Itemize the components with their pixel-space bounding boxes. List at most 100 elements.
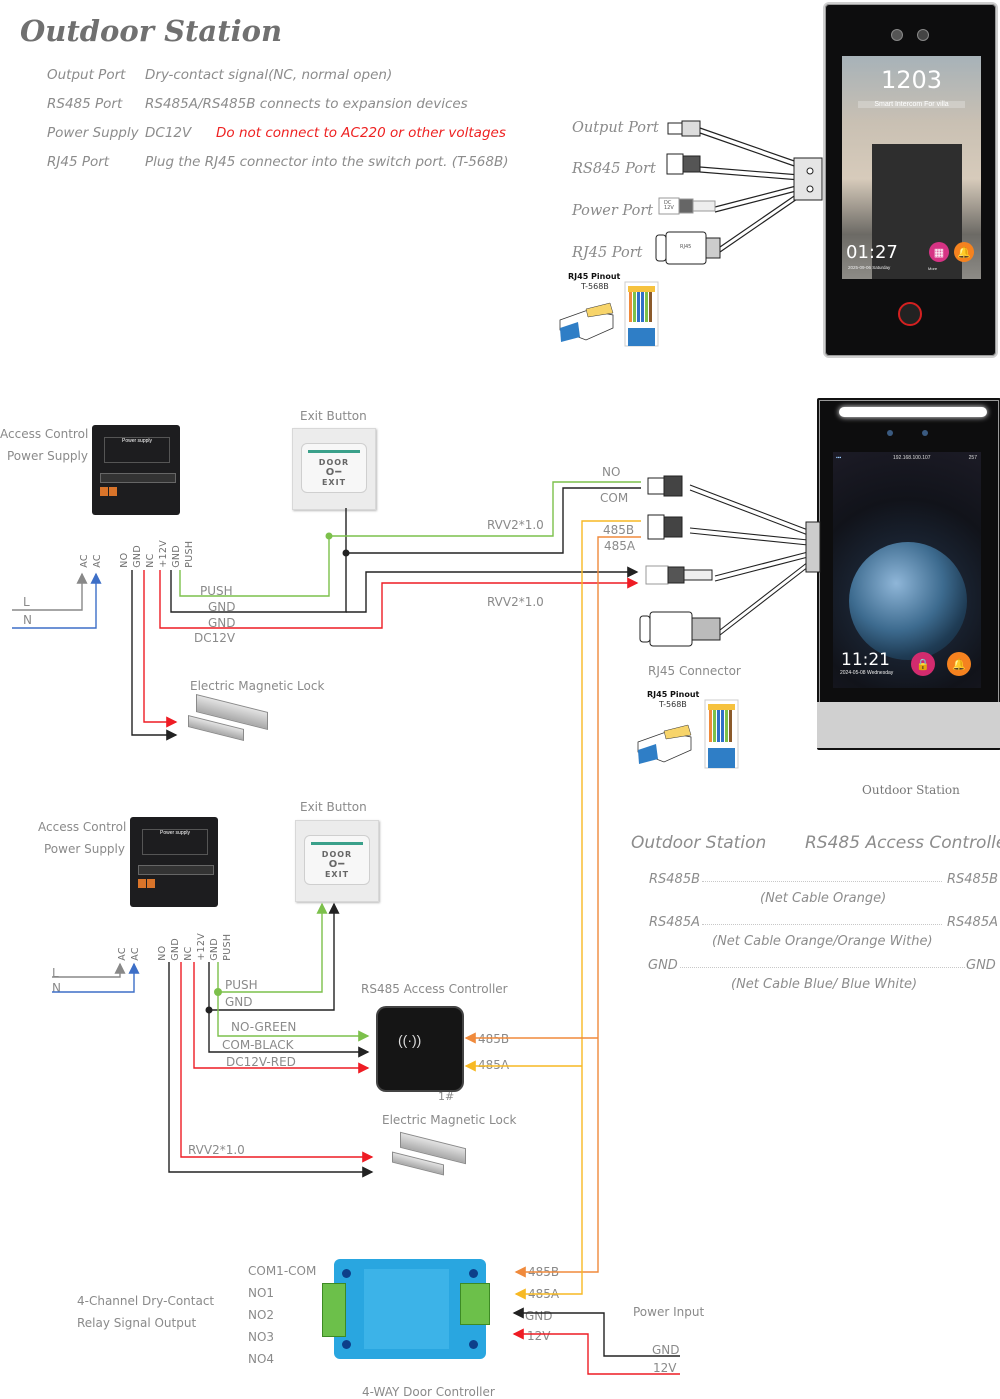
doorbell-button-main[interactable]: 🔔 — [947, 652, 971, 676]
camera-icon — [887, 430, 893, 436]
wire-485a-bus — [597, 536, 641, 1262]
screen-date: 2025-09-06 Saturday — [848, 265, 891, 270]
call-button[interactable] — [898, 302, 922, 326]
table-row-3-note: (Net Cable Blue/ Blue White) — [731, 977, 918, 992]
screen-subtitle: Smart Intercom For villa — [858, 101, 965, 108]
wire-lock-black-1 — [131, 570, 178, 741]
spec-value-power: DC12V — [145, 125, 192, 141]
psu2-label-line1: Access Control — [38, 820, 127, 834]
wire2-label-485a: 485A — [478, 1058, 510, 1072]
lock-1-label: Electric Magnetic Lock — [190, 679, 325, 693]
junction-dot — [325, 532, 333, 540]
wire-485b-bus — [581, 520, 641, 1262]
wire-485a-relay — [514, 1262, 583, 1300]
exit-button-2: DOOR O━ EXIT — [295, 820, 379, 902]
table-row-2-left: RS485A — [649, 915, 700, 930]
power-supply-1: Power supply — [92, 425, 180, 515]
more-label: More — [928, 266, 938, 271]
output-terminal-block — [322, 1283, 346, 1337]
cable-label-1: RVV2*1.0 — [487, 518, 544, 532]
wire-gnd-2 — [208, 902, 340, 1011]
exit-button-2-label: Exit Button — [300, 800, 367, 814]
rs485-controller-label: RS485 Access Controller — [361, 982, 508, 996]
more-button[interactable]: ▦ — [929, 242, 949, 262]
wire2-label-gnd: GND — [225, 995, 253, 1009]
outdoor-station-label: Outdoor Station — [862, 783, 960, 797]
psu2-text: Power supply — [142, 829, 208, 855]
table-header-right: RS485 Access Controller — [805, 833, 1000, 853]
exit-button-1-press[interactable]: DOOR O━ EXIT — [301, 443, 367, 493]
unlock-button[interactable]: 🔒 — [911, 652, 935, 676]
door-controller-label: 4-WAY Door Controller — [362, 1385, 495, 1399]
wire-lock-black-2 — [168, 962, 374, 1178]
spec-value-output: Dry-contact signal(NC, normal open) — [145, 67, 393, 83]
table-row-2-note: (Net Cable Orange/Orange Withe) — [712, 934, 933, 949]
doorbell-button[interactable]: 🔔 — [954, 242, 974, 262]
port-label-power: Power Port — [572, 203, 654, 219]
wire2-label-cable: RVV2*1.0 — [188, 1143, 245, 1157]
wire-n-2 — [52, 962, 140, 993]
wire-com-1 — [346, 487, 641, 554]
power-port-connector — [658, 197, 716, 215]
screen-date-main: 2024-05-08 Wednesday — [840, 670, 894, 676]
bell-icon: 🔔 — [952, 658, 966, 671]
output-no2: NO2 — [248, 1308, 275, 1322]
rfid-icon: ((·)) — [398, 1032, 422, 1048]
station-base — [817, 702, 1000, 748]
output-no4: NO4 — [248, 1352, 275, 1366]
wire-com-black-2 — [208, 1010, 370, 1058]
spec-value-rj45: Plug the RJ45 connector into the switch … — [145, 154, 509, 170]
input-terminal-block — [460, 1283, 490, 1325]
status-icons: ▪▪▪ — [836, 455, 842, 461]
pinout-standard-1: T-568B — [659, 700, 687, 709]
spec-value-rs485: RS485A/RS485B connects to expansion devi… — [145, 96, 468, 112]
wire-label-485a: 485A — [604, 539, 636, 553]
wire-push-1 — [179, 536, 330, 597]
controller-id: 1# — [438, 1090, 455, 1103]
lock-2-label: Electric Magnetic Lock — [382, 1113, 517, 1127]
wire-485b-relay — [514, 1262, 599, 1278]
station-screen-top: 1203 Smart Intercom For villa 01:27 2025… — [842, 56, 981, 279]
input-12v: 12V — [527, 1329, 551, 1343]
spec-label-rs485: RS485 Port — [47, 96, 123, 112]
table-header-left: Outdoor Station — [631, 833, 767, 853]
mains2-l: L — [52, 966, 59, 980]
wire-push-2 — [217, 902, 328, 993]
rj45-connector-label: RJ45 Connector — [648, 664, 741, 678]
station-screen-main: ▪▪▪ 192.168.100.107 257 11:21 2024-05-08… — [833, 452, 981, 688]
exit-button-2-press[interactable]: DOOR O━ EXIT — [304, 835, 370, 885]
lock-icon: 🔒 — [916, 658, 930, 671]
four-way-door-controller — [334, 1259, 486, 1359]
earth-image — [849, 542, 967, 660]
wire-label-485b: 485B — [603, 523, 635, 537]
wire-label-push: PUSH — [200, 584, 233, 598]
wire-12v-relay — [512, 1328, 680, 1375]
mains-n: N — [23, 613, 32, 627]
wire2-label-dc12v-red: DC12V-RED — [226, 1055, 296, 1069]
camera-icon — [891, 29, 903, 41]
wire2-label-push: PUSH — [225, 978, 258, 992]
output-no1: NO1 — [248, 1286, 275, 1300]
key-icon: O━ — [325, 466, 343, 478]
power-input-label: Power Input — [633, 1305, 705, 1319]
mains-l: L — [23, 595, 30, 609]
spec-label-power: Power Supply — [47, 125, 139, 141]
rs485-access-controller: ((·)) — [376, 1006, 464, 1092]
table-row-1-right: RS485B — [947, 872, 999, 887]
sensor-icon — [917, 29, 929, 41]
status-right: 257 — [968, 455, 977, 461]
wire-no-1 — [329, 481, 641, 537]
junction-dot — [342, 549, 350, 557]
pinout-standard-top: T-568B — [581, 282, 609, 291]
table-row-1-left: RS485B — [649, 872, 701, 887]
output-port-connector — [667, 120, 701, 137]
junction-dot — [205, 1006, 213, 1014]
wire-gnd-1b — [346, 566, 639, 613]
relay-output-label-line2: Relay Signal Output — [77, 1316, 197, 1330]
pinout-title-top: RJ45 Pinout — [568, 272, 621, 281]
table-row-1-note: (Net Cable Orange) — [760, 891, 887, 906]
outdoor-station-main: ▪▪▪ 192.168.100.107 257 11:21 2024-05-08… — [817, 398, 1000, 750]
